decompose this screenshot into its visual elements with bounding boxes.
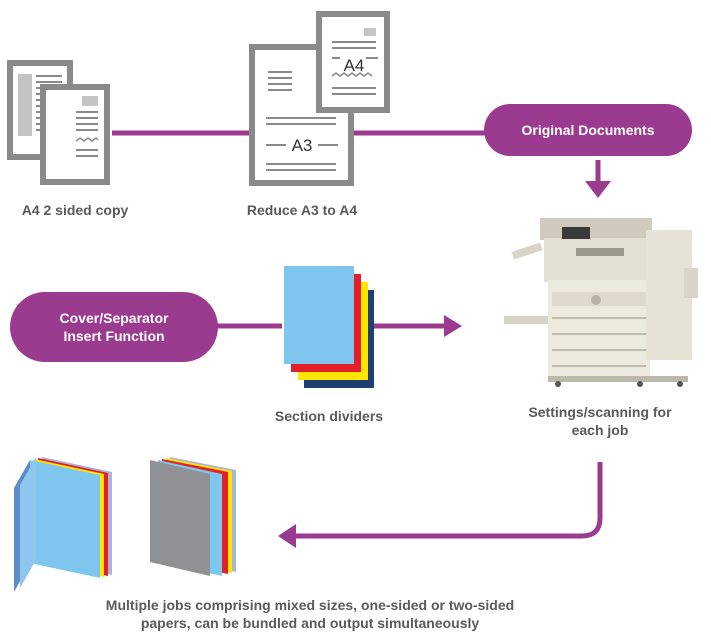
settings-scanning-line2: each job [571,422,629,438]
multiple-jobs-label: Multiple jobs comprising mixed sizes, on… [20,596,600,632]
original-documents-label: Original Documents [521,122,655,138]
flow-connectors [112,130,603,539]
multiple-jobs-line1: Multiple jobs comprising mixed sizes, on… [105,597,515,613]
arrow-left-icon [278,524,296,548]
cover-separator-pill: Cover/Separator Insert Function [10,292,218,362]
a4-two-sided-copy-icon [7,60,110,185]
original-documents-pill: Original Documents [484,104,692,156]
a3-page-mark: A3 [292,136,313,155]
arrow-right-icon [444,315,462,337]
cover-separator-line1: Cover/Separator [59,310,169,326]
reduce-a3-label: Reduce A3 to A4 [246,202,358,218]
output-booklets-icon [14,457,236,592]
booklet-right [150,457,236,576]
reduce-a3-to-a4-icon [249,11,390,186]
connector-copier-to-output [296,462,603,539]
booklet-left [14,457,112,592]
copier-icon [504,218,698,387]
multiple-jobs-line2: papers, can be bundled and output simult… [140,615,480,631]
section-dividers-label: Section dividers [274,408,384,424]
section-dividers-icon [284,266,374,388]
settings-scanning-label: Settings/scanning for each job [500,403,700,439]
settings-scanning-line1: Settings/scanning for [528,404,672,420]
a4-two-sided-copy-label: A4 2 sided copy [21,202,129,218]
arrow-down-icon [585,181,611,198]
a4-page-mark: A4 [344,56,365,75]
cover-separator-line2: Insert Function [63,328,165,344]
